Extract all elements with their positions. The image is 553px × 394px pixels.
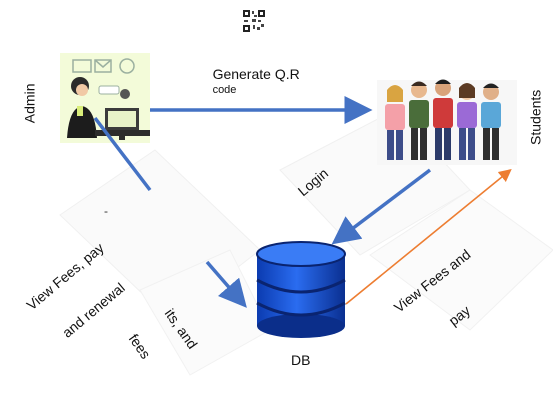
view-fees-and-pay-line2: pay: [445, 302, 474, 330]
admin-desk-icon: [60, 53, 150, 143]
database-icon: [256, 241, 346, 338]
students-label: Students: [527, 89, 544, 145]
generate-qr-small: code: [212, 84, 237, 97]
edge-db-to-students-orange: [345, 168, 512, 305]
edge-to-db-left: [205, 260, 247, 308]
generate-qr-label: Generate Q.R code: [197, 52, 300, 112]
qr-code-icon: [243, 10, 265, 32]
edge-admin-down: [93, 116, 152, 192]
admin-label: Admin: [21, 83, 38, 124]
edge-students-to-db: [331, 168, 432, 245]
diagram-canvas: Admin Students DB Generate Q.R code Logi…: [21, 10, 553, 376]
db-label: DB: [291, 352, 311, 368]
generate-qr-main: Generate Q.R: [212, 65, 300, 82]
tick-mark: -: [104, 204, 108, 218]
students-group-icon: [377, 79, 517, 165]
students-fees-line2: fees: [125, 331, 154, 362]
students-fees-line1: its, and: [161, 305, 201, 352]
edge-layer: [93, 96, 512, 308]
